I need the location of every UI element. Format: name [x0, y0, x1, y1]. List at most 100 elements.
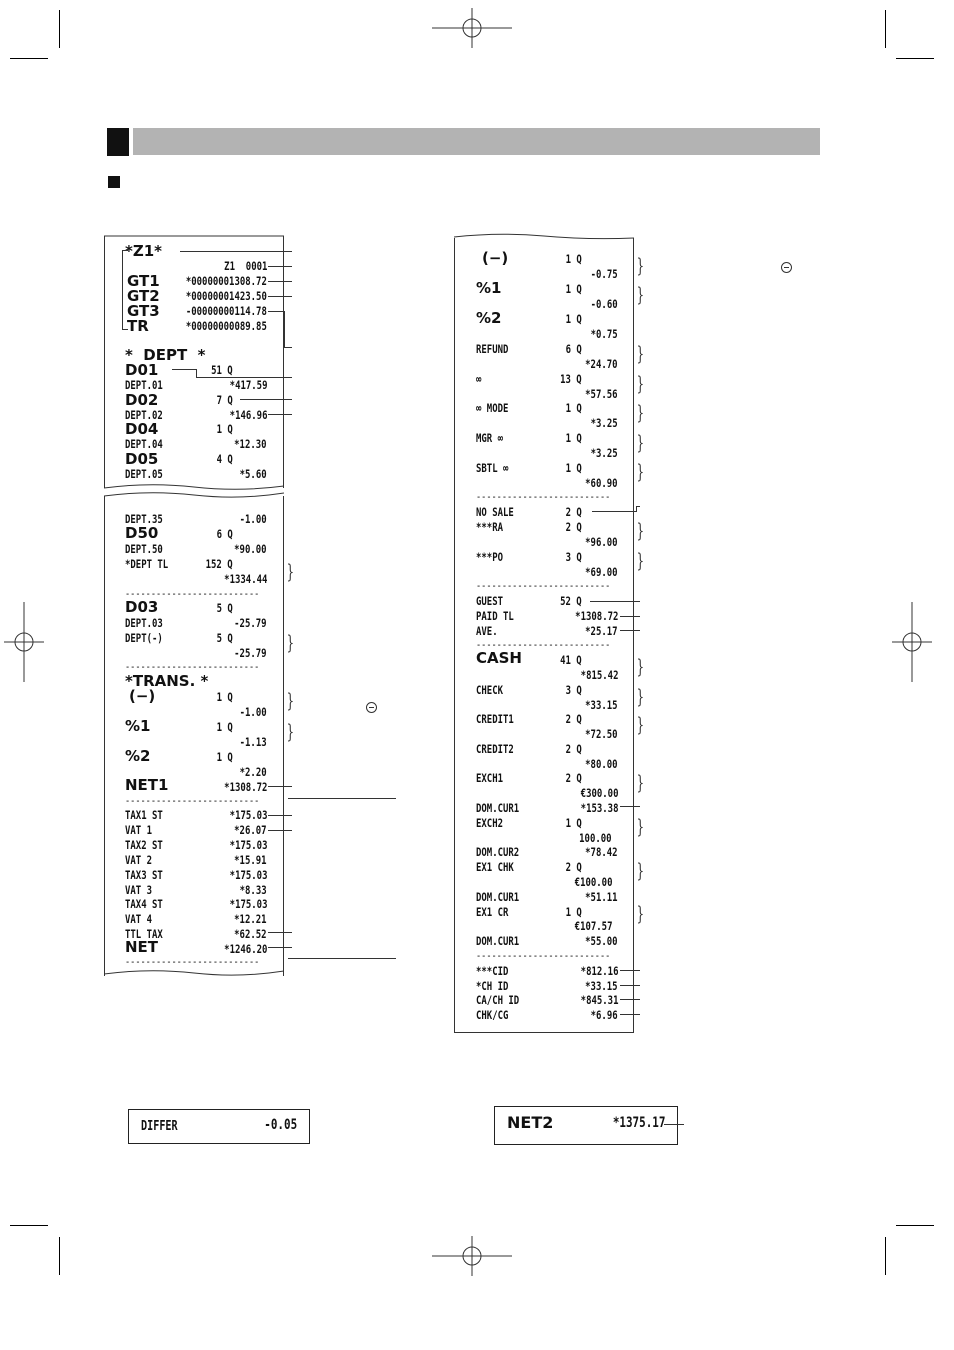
receipt-line-right: 6 Q [565, 342, 582, 356]
net1-value: *1308.72 [223, 780, 267, 794]
dept-amount: *12.30 [234, 437, 267, 451]
receipt-line-left: MGR ∞ [476, 431, 504, 445]
right-receipt-lines: (−) 1 Q -0.75 %1 1 Q -0.60 %2 1 Q *0.75 … [454, 238, 632, 1032]
receipt-line-right: -25.79 [234, 646, 267, 660]
receipt-line-right: -1.13 [239, 735, 267, 749]
leader-line [268, 830, 292, 831]
receipt-line-right: *33.15 [585, 979, 618, 993]
brace-icon: } [636, 518, 645, 542]
leader-line [288, 958, 396, 959]
separator: -------------------------- [125, 660, 260, 673]
tax-value: *8.33 [239, 883, 267, 897]
receipt-line-right: *2.20 [239, 765, 267, 779]
receipt-line-right: *845.31 [580, 993, 618, 1007]
leader-line [196, 377, 292, 378]
tax-label: VAT 4 [125, 912, 153, 926]
cash-label: CASH [476, 649, 522, 667]
receipt-line-right: 13 Q [560, 372, 582, 386]
registration-target-icon [892, 602, 932, 682]
receipt-line-right: *6.96 [590, 1008, 618, 1022]
receipt-line-left: SBTL ∞ [476, 461, 509, 475]
receipt-line-right: 1 Q [216, 720, 233, 734]
leader-line [268, 266, 292, 267]
receipt-line-left: CREDIT2 [476, 742, 514, 756]
receipt-line-right: -1.00 [239, 512, 267, 526]
receipt-line-right: €100.00 [574, 875, 612, 889]
receipt-line-right: 1 Q [565, 431, 582, 445]
tax-label: TAX4 ST [125, 897, 163, 911]
dept-name: DEPT.05 [125, 467, 163, 481]
receipt-line-right: *57.56 [585, 387, 618, 401]
receipt-line-right: 6 Q [216, 527, 233, 541]
trans-header: *TRANS. * [125, 672, 209, 690]
gt1-label: GT1 [127, 272, 160, 290]
tax-value: *62.52 [234, 927, 267, 941]
receipt-line-left: CHK/CG [476, 1008, 509, 1022]
leader-line [268, 414, 292, 415]
receipt-line-right: *69.00 [585, 565, 618, 579]
receipt-line-right: 2 Q [565, 505, 582, 519]
gt3-value: -00000000114.78 [185, 304, 267, 318]
receipt-line-left: ***RA [476, 520, 504, 534]
right-receipt [454, 233, 634, 1033]
net2-label: NET2 [507, 1113, 554, 1132]
crop-mark [10, 1225, 48, 1226]
receipt-line-right: 52 Q [560, 594, 582, 608]
receipt-line-right: *1334.44 [223, 572, 267, 586]
minus-circle-icon [781, 262, 792, 273]
leader-line [268, 296, 292, 297]
receipt-line-left: DOM.CUR1 [476, 934, 520, 948]
dept-count: 51 Q [211, 363, 233, 377]
receipt-line-left: DOM.CUR1 [476, 890, 520, 904]
tax-label: TTL TAX [125, 927, 163, 941]
receipt-line-right: 100.00 [579, 831, 612, 845]
receipt-line-right: 1 Q [565, 401, 582, 415]
receipt-line-right: 1 Q [565, 816, 582, 830]
receipt-line-right: *153.38 [580, 801, 618, 815]
section-marker [107, 128, 129, 156]
receipt-line-right: 1 Q [565, 282, 582, 296]
receipt-line-left: NO SALE [476, 505, 514, 519]
dept-code: D02 [125, 391, 159, 409]
crop-mark [59, 10, 60, 48]
receipt-line-right: 41 Q [560, 653, 582, 667]
tax-value: *175.03 [229, 897, 267, 911]
tax-label: VAT 1 [125, 823, 153, 837]
crop-mark [10, 58, 48, 59]
leader-line [268, 947, 292, 948]
separator: -------------------------- [125, 794, 260, 807]
receipt-line-left: ***CID [476, 964, 509, 978]
tax-value: *15.91 [234, 853, 267, 867]
leader-line [636, 506, 640, 507]
receipt-line-right: *96.00 [585, 535, 618, 549]
tax-value: *175.03 [229, 838, 267, 852]
brace-icon: } [636, 654, 645, 678]
trans-label: (−) [129, 687, 156, 705]
brace-icon: } [286, 688, 295, 712]
dept-code: D04 [125, 420, 159, 438]
trans-label: (−) [482, 249, 509, 267]
leader-line [620, 1014, 640, 1015]
z1-receipt-part1: *Z1* Z1 0001 GT1 *00000001308.72 GT2 *00… [104, 235, 284, 490]
dept-name: DEPT.04 [125, 437, 163, 451]
dept-count: 4 Q [216, 452, 233, 466]
receipt-line-right: 2 Q [565, 860, 582, 874]
dept-amount: *417.59 [229, 378, 267, 392]
net-value: *1246.20 [223, 942, 267, 956]
tax-label: VAT 3 [125, 883, 153, 897]
trans-label: %1 [125, 717, 151, 735]
z-counter: Z1 0001 [223, 259, 267, 273]
dept-count: 1 Q [216, 422, 233, 436]
leader-line [620, 985, 640, 986]
receipt-line-right: *815.42 [580, 668, 618, 682]
receipt-line-left: DOM.CUR2 [476, 845, 520, 859]
leader-line [268, 786, 292, 787]
receipt-line-right: -1.00 [239, 705, 267, 719]
receipt-line-right: *55.00 [585, 934, 618, 948]
crop-mark [59, 1237, 60, 1275]
brace-icon: } [286, 630, 295, 654]
separator: -------------------------- [476, 490, 611, 503]
receipt-line-left: ∞ [476, 372, 482, 386]
receipt-line-right: 3 Q [565, 683, 582, 697]
dept-code: D05 [125, 450, 159, 468]
